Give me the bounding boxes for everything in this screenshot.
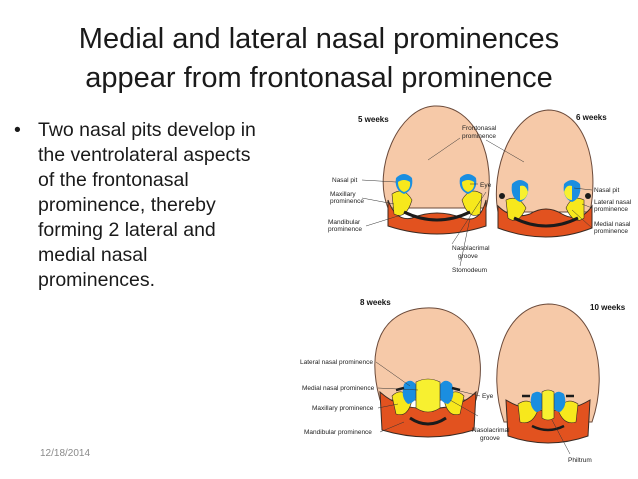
label-nasal-pit-right: Nasal pit: [594, 187, 619, 194]
label-lat-nasal-prom: Lateral nasal prominence: [300, 359, 373, 366]
embryo-diagram: 5 weeks 6 weeks 8 weeks 10 weeks Fronton…: [300, 105, 632, 464]
label-frontonasal-2: prominence: [462, 133, 496, 140]
bullet-line: forming 2 lateral and: [38, 219, 216, 241]
head-5-weeks: [382, 105, 490, 235]
label-medial-nasal-2: prominence: [594, 228, 628, 235]
title-line-2: appear from frontonasal prominence: [85, 62, 553, 94]
label-nasal-pit-left: Nasal pit: [332, 177, 357, 184]
label-mandibular-1: Mandibular: [328, 219, 361, 226]
label-eye-bottom: Eye: [482, 393, 494, 400]
embryo-face-figure: 5 weeks 6 weeks 8 weeks 10 weeks Fronton…: [300, 100, 638, 479]
bullet-line: of the frontonasal: [38, 169, 189, 191]
bullet-line: the ventrolateral aspects: [38, 144, 251, 166]
head-8-weeks: [374, 307, 481, 438]
label-10-weeks: 10 weeks: [590, 303, 626, 312]
label-nasolacrimal-1: Nasolacrimal: [452, 245, 490, 252]
bullet-point: • Two nasal pits develop in the ventrola…: [14, 118, 304, 293]
label-stomodeum: Stomodeum: [452, 267, 487, 274]
label-maxillary-1: Maxillary: [330, 191, 356, 198]
slide-title: Medial and lateral nasal prominences app…: [20, 20, 618, 98]
label-med-nasal-prom: Medial nasal prominence: [302, 385, 375, 392]
label-frontonasal-1: Frontonasal: [462, 125, 497, 132]
title-line-1: Medial and lateral nasal prominences: [78, 23, 560, 55]
label-nasolacrimal-2: groove: [458, 253, 478, 260]
label-mandibular-2: prominence: [328, 226, 362, 233]
label-medial-nasal-1: Medial nasal: [594, 221, 631, 228]
label-nasolacrimal-b1: Nasolacrimal: [472, 427, 510, 434]
head-6-weeks: [495, 109, 594, 238]
label-eye-top: Eye: [480, 182, 492, 189]
label-nasolacrimal-b2: groove: [480, 435, 500, 442]
label-8-weeks: 8 weeks: [360, 298, 391, 307]
label-lateral-nasal-1: Lateral nasal: [594, 199, 632, 206]
label-mandibular-prom: Mandibular prominence: [304, 429, 372, 436]
label-philtrum: Philtrum: [568, 457, 592, 464]
bullet-line: prominences.: [38, 269, 156, 291]
bullet-line: prominence, thereby: [38, 194, 216, 216]
label-maxillary-2: prominence: [330, 198, 364, 205]
leader-lines-top: [361, 137, 593, 267]
head-10-weeks: [496, 303, 600, 444]
label-5-weeks: 5 weeks: [358, 115, 389, 124]
label-maxillary-prom: Maxillary prominence: [312, 405, 374, 412]
label-6-weeks: 6 weeks: [576, 113, 607, 122]
slide-date: 12/18/2014: [40, 448, 91, 459]
leader-lines-bottom: [375, 361, 571, 455]
bullet-dot: •: [14, 119, 21, 141]
label-lateral-nasal-2: prominence: [594, 206, 628, 213]
bullet-line: medial nasal: [38, 244, 148, 266]
bullet-line: Two nasal pits develop in: [38, 119, 256, 141]
